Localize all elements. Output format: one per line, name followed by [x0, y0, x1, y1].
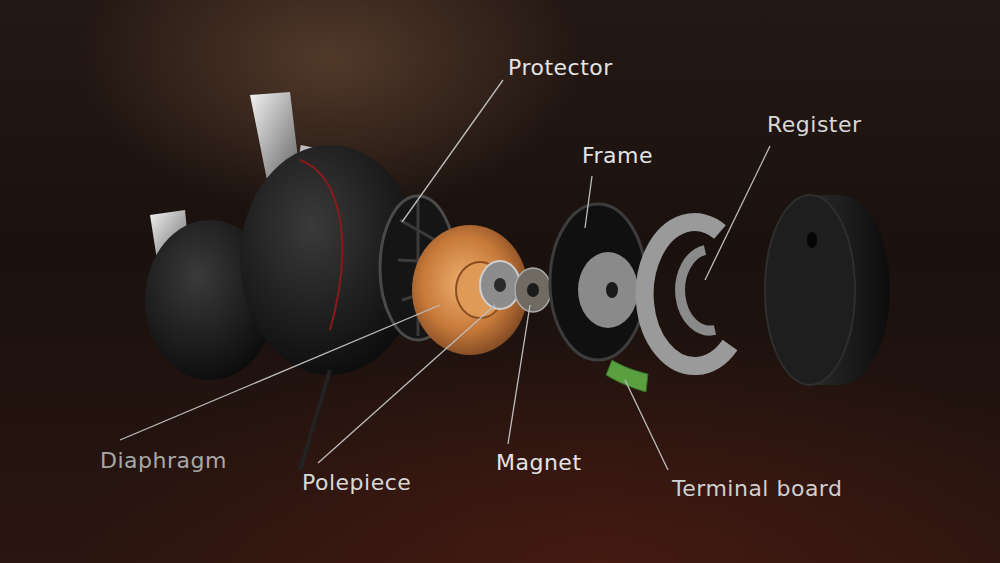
register-part	[645, 222, 730, 366]
frame-plate	[578, 252, 638, 328]
part-label: Terminal board	[672, 478, 843, 500]
leader-line	[705, 146, 770, 280]
hole	[494, 278, 506, 292]
hole	[606, 282, 618, 298]
leader-line	[585, 176, 592, 228]
cable	[300, 370, 330, 470]
port	[807, 232, 817, 248]
part-label: Register	[767, 114, 862, 136]
hole	[527, 283, 539, 297]
diaphragm-part	[412, 225, 528, 355]
leader-line	[120, 305, 440, 440]
leader-line	[402, 80, 503, 222]
part-label: Polepiece	[302, 472, 411, 494]
leader-line	[508, 305, 530, 444]
polepiece-part	[480, 261, 520, 309]
register-inner	[680, 250, 715, 331]
part-label: Magnet	[496, 452, 582, 474]
part-label: Protector	[508, 57, 613, 79]
part-label: Frame	[582, 145, 653, 167]
leader-line	[318, 305, 495, 463]
rear-cover	[765, 195, 855, 385]
leader-line	[625, 380, 668, 470]
accent	[300, 160, 342, 330]
frame-part	[550, 204, 646, 360]
leader-lines	[120, 80, 770, 470]
part-label: Diaphragm	[100, 450, 227, 472]
terminal-board-part	[606, 360, 648, 392]
magnet-part	[515, 268, 551, 312]
